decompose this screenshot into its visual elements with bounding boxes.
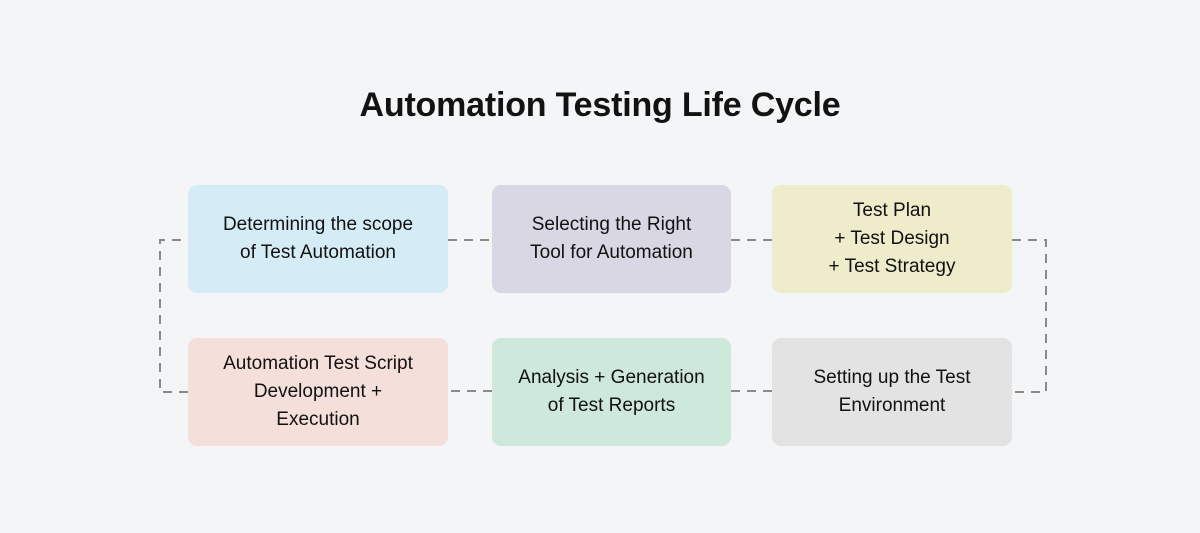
stage-box-test-plan[interactable]: Test Plan + Test Design + Test Strategy xyxy=(772,185,1012,293)
connector-stage3-stage4 xyxy=(1012,239,1047,393)
stage-box-script-development[interactable]: Automation Test Script Development + Exe… xyxy=(188,338,448,446)
stage-label: Determining the scope of Test Automation xyxy=(222,214,414,263)
stage-label: Selecting the Right Tool for Automation xyxy=(530,214,693,263)
stage-box-test-environment[interactable]: Setting up the Test Environment xyxy=(772,338,1012,446)
stage-label: Analysis + Generation of Test Reports xyxy=(518,367,705,416)
connector-stage6-stage1 xyxy=(159,239,188,393)
stage-box-selecting-tool[interactable]: Selecting the Right Tool for Automation xyxy=(492,185,731,293)
stage-label: Automation Test Script Development + Exe… xyxy=(223,353,413,430)
stage-label: Test Plan + Test Design + Test Strategy xyxy=(828,200,956,277)
stage-box-analysis-reports[interactable]: Analysis + Generation of Test Reports xyxy=(492,338,731,446)
page-title: Automation Testing Life Cycle xyxy=(359,86,841,124)
stage-box-determining-scope[interactable]: Determining the scope of Test Automation xyxy=(188,185,448,293)
stage-label: Setting up the Test Environment xyxy=(813,367,971,416)
